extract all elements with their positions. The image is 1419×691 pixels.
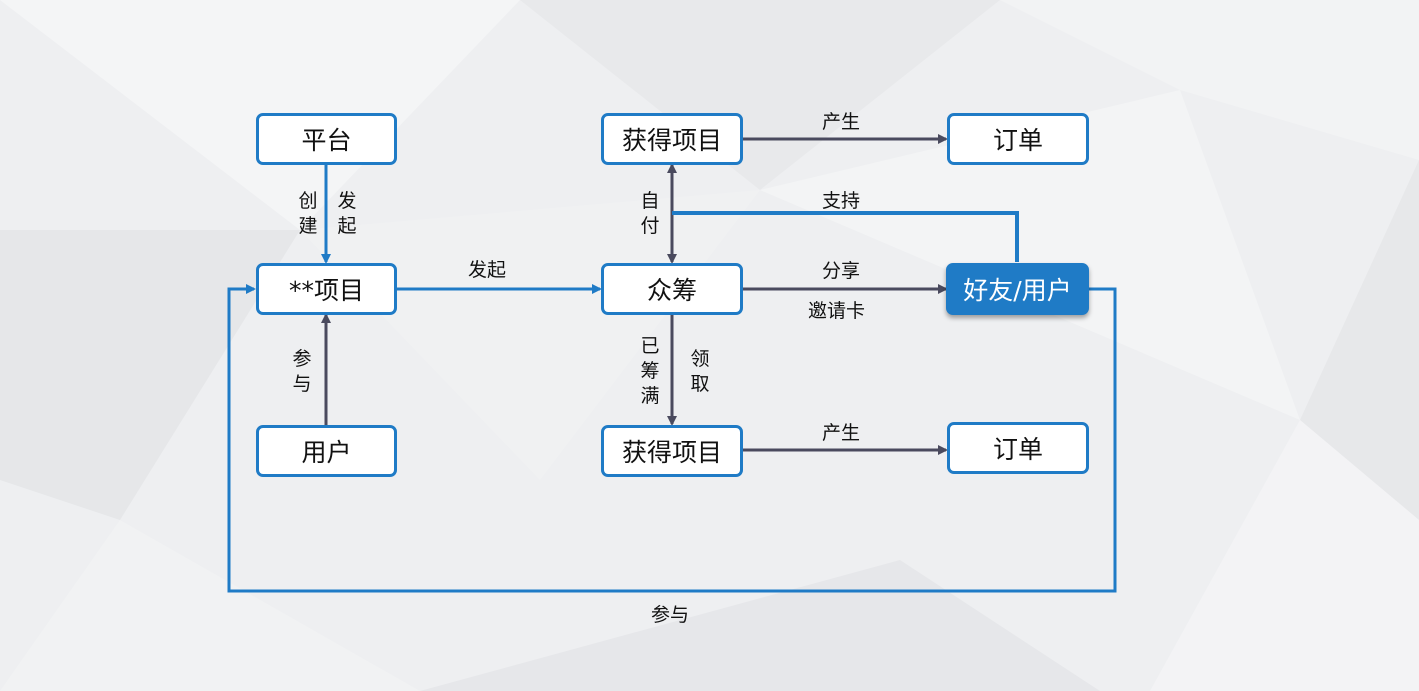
label-support: 支持 bbox=[822, 190, 861, 212]
node-crowdfund: 众筹 bbox=[601, 263, 743, 315]
label-produce-bottom: 产生 bbox=[822, 422, 861, 444]
node-project: **项目 bbox=[256, 263, 397, 315]
label-initiate: 发起 bbox=[337, 190, 357, 237]
node-order-bottom: 订单 bbox=[947, 422, 1089, 474]
label-share: 分享 bbox=[822, 260, 861, 282]
label-initiate-crowdfund: 发起 bbox=[468, 259, 507, 281]
node-gain-project-top: 获得项目 bbox=[601, 113, 743, 165]
node-user: 用户 bbox=[256, 425, 397, 477]
edge-friend-project-loop bbox=[227, 284, 1117, 593]
label-participate-user: 参与 bbox=[292, 348, 312, 395]
node-gain-project-bottom: 获得项目 bbox=[601, 425, 743, 477]
label-claim: 领取 bbox=[690, 348, 710, 395]
label-invite-card: 邀请卡 bbox=[808, 300, 866, 322]
node-order-top: 订单 bbox=[947, 113, 1089, 165]
label-self-pay: 自付 bbox=[640, 190, 660, 237]
label-produce-top: 产生 bbox=[822, 111, 861, 133]
label-fully-funded: 已筹满 bbox=[640, 335, 660, 407]
node-friend-user: 好友/用户 bbox=[946, 263, 1089, 315]
edge-friend-support bbox=[672, 211, 1019, 262]
node-platform: 平台 bbox=[256, 113, 397, 165]
label-create: 创建 bbox=[298, 190, 318, 237]
label-participate-loop: 参与 bbox=[651, 604, 690, 626]
